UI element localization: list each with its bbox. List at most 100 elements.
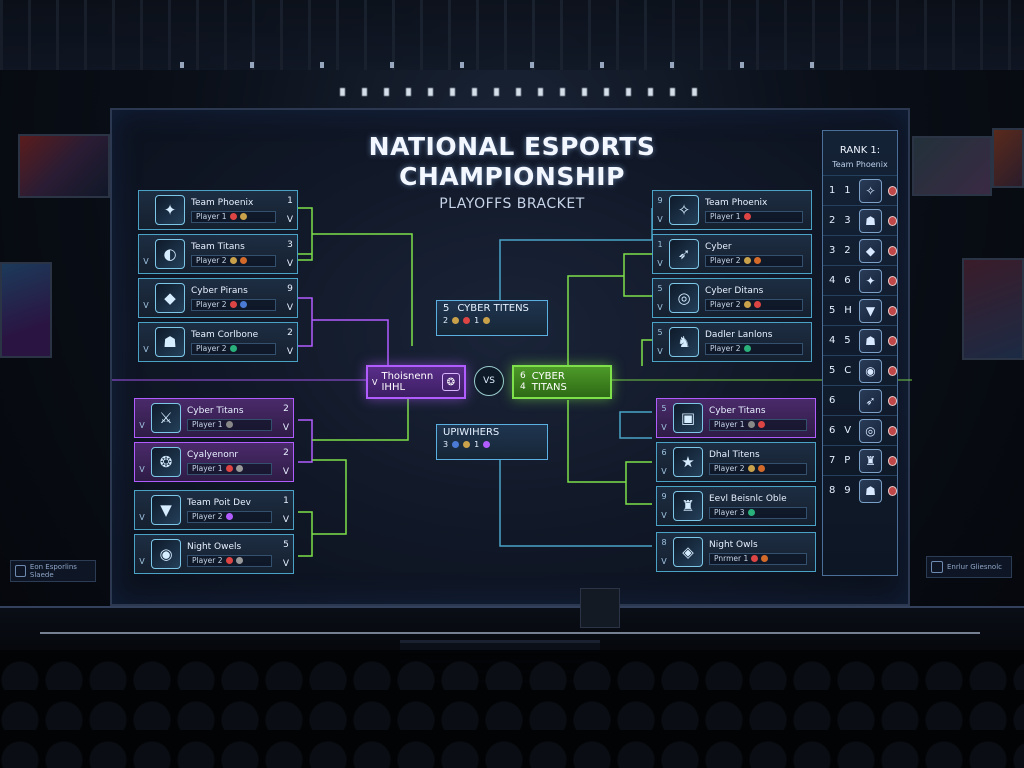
warrior-logo-icon: ♜ bbox=[673, 491, 703, 521]
player-row: Player 1 bbox=[187, 418, 272, 431]
side-marker: V bbox=[657, 259, 663, 268]
player-row: Pnrmer 1 bbox=[709, 552, 807, 565]
score-bottom: V bbox=[286, 214, 294, 225]
status-dot-icon bbox=[747, 509, 755, 516]
rank-team: Team Phoenix bbox=[832, 160, 888, 169]
status-dot-icon bbox=[225, 421, 233, 428]
final-right-name-1: CYBER bbox=[531, 371, 565, 382]
team-name: Team Corlbone bbox=[191, 329, 259, 340]
sponsor-bar-left: Eon Esporlins Slaede bbox=[10, 560, 96, 582]
sponsor-text-left: Eon Esporlins Slaede bbox=[29, 563, 77, 579]
status-dot-icon bbox=[463, 317, 471, 324]
rank-header: RANK 1: bbox=[839, 145, 881, 156]
sponsor-bar-right: Enrlur Gliesnolc bbox=[926, 556, 1012, 578]
status-dot-icon bbox=[463, 441, 471, 448]
rank-number: 2 bbox=[829, 215, 836, 226]
player-row: Player 2 bbox=[191, 342, 276, 355]
rank-number: 6 bbox=[829, 395, 836, 406]
status-dot-icon bbox=[229, 345, 237, 352]
player-row: Player 2 bbox=[705, 342, 803, 355]
score-bottom: V bbox=[286, 302, 294, 313]
side-screen-right-top bbox=[912, 136, 992, 196]
score-top: 9 bbox=[287, 283, 293, 294]
ceiling-lights bbox=[340, 88, 700, 96]
status-dot-icon bbox=[235, 557, 243, 564]
owl-logo-icon: ◉ bbox=[151, 539, 181, 569]
status-dot-icon bbox=[239, 301, 247, 308]
rank-sub: C bbox=[844, 365, 852, 376]
score-bottom: V bbox=[282, 514, 290, 525]
rank-number: 1 bbox=[829, 185, 836, 196]
team-logo-icon: ✧ bbox=[859, 178, 882, 203]
team-name: Cyber Titans bbox=[709, 405, 766, 416]
score-top: 5 bbox=[283, 539, 289, 550]
score-top: 2 bbox=[283, 403, 289, 414]
status-badge bbox=[887, 275, 897, 286]
status-dot-icon bbox=[225, 557, 233, 564]
side-marker: V bbox=[143, 256, 149, 266]
rank-sub: 5 bbox=[844, 335, 851, 346]
status-badge bbox=[887, 365, 897, 376]
status-dot-icon bbox=[483, 441, 491, 448]
status-dot-icon bbox=[743, 345, 751, 352]
side-screen-left-top bbox=[18, 134, 110, 198]
player-row: Player 1 bbox=[705, 210, 803, 223]
status-badge bbox=[887, 215, 897, 226]
status-badge bbox=[887, 395, 897, 406]
player-row: Player 3 bbox=[709, 506, 807, 519]
rank-item[interactable]: 6➶ bbox=[823, 385, 897, 415]
page-title-line2: CHAMPIONSHIP bbox=[399, 162, 625, 191]
final-team-right[interactable]: 6 4 CYBER TITANS bbox=[512, 365, 612, 399]
side-marker: V bbox=[139, 420, 145, 430]
status-dot-icon bbox=[743, 213, 751, 220]
rank-sub: P bbox=[844, 455, 851, 466]
status-dot-icon bbox=[239, 213, 247, 220]
owl-logo-icon: ◈ bbox=[673, 537, 703, 567]
side-screen-right-edge bbox=[992, 128, 1024, 188]
rank-number: 8 bbox=[829, 485, 836, 496]
swirl-logo-icon: ◎ bbox=[669, 283, 699, 313]
team-name: Cyber Titans bbox=[187, 405, 244, 416]
side-marker: V bbox=[661, 423, 667, 432]
htc-logo-icon: ▣ bbox=[673, 403, 703, 433]
player-row: Player 2 bbox=[187, 554, 272, 567]
status-badge bbox=[887, 245, 897, 256]
status-badge bbox=[887, 185, 897, 196]
final-team-left[interactable]: V Thoisnenn IHHL ❂ bbox=[366, 365, 466, 399]
page-title-line1: NATIONAL ESPORTS bbox=[368, 132, 656, 161]
skull-logo-icon: ☗ bbox=[155, 327, 185, 357]
score-bottom: V bbox=[282, 558, 290, 569]
player-row: Player 2 bbox=[705, 298, 803, 311]
status-badge bbox=[887, 305, 897, 316]
team-logo-icon: ➶ bbox=[859, 388, 882, 413]
lion-logo-icon: ♞ bbox=[669, 327, 699, 357]
